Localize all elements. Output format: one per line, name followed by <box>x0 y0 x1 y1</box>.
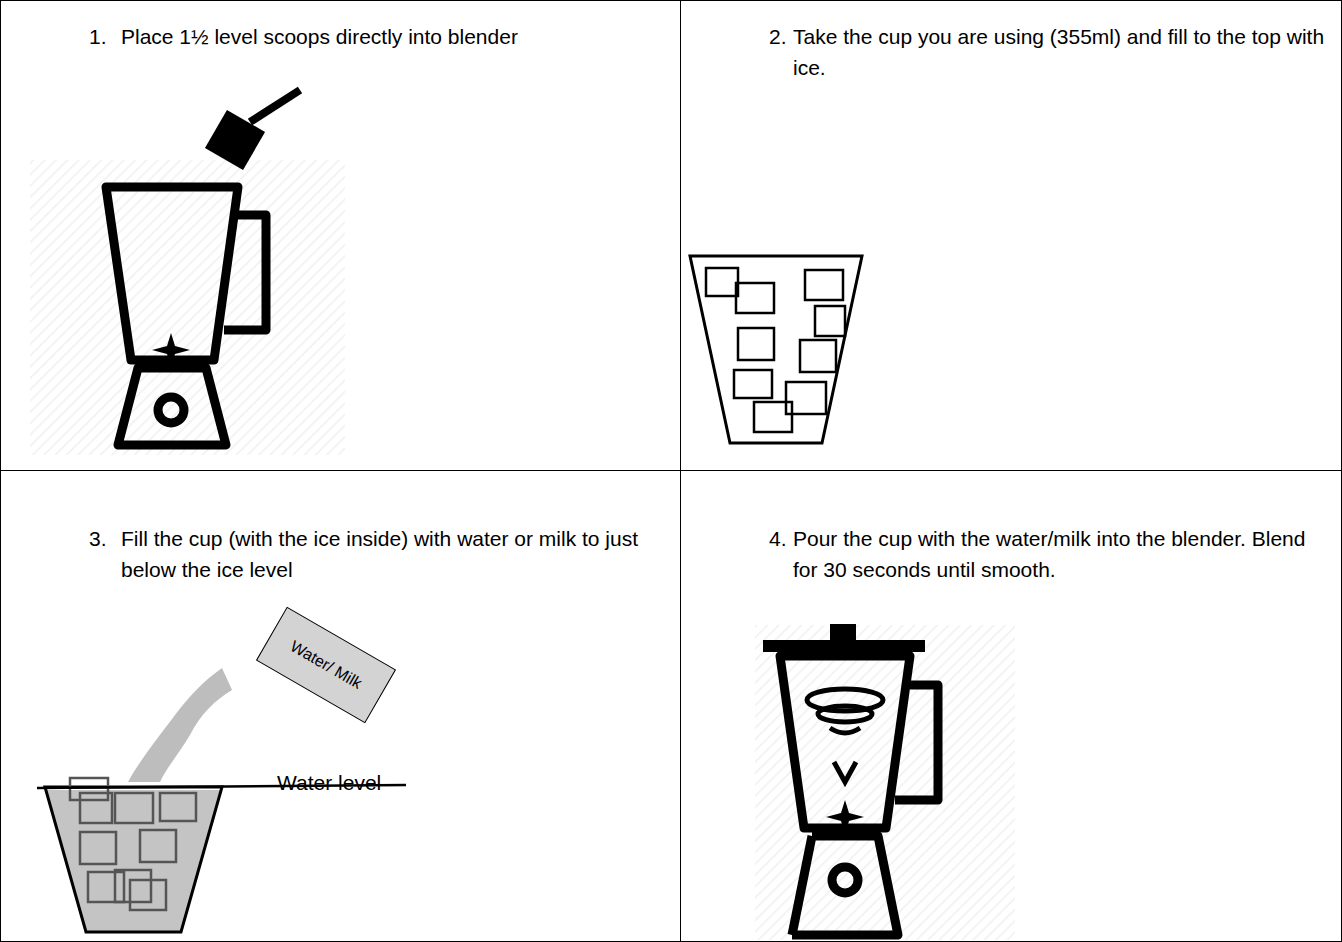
blender-with-lid <box>763 624 938 935</box>
cup-with-ice <box>690 256 862 443</box>
hatch-background <box>755 625 1015 940</box>
step-instruction: Place 1½ level scoops directly into blen… <box>121 21 661 52</box>
step-panel: 4.Pour the cup with the water/milk into … <box>680 470 1342 942</box>
scoop-icon <box>205 90 300 170</box>
step-panel: 2.Take the cup you are using (355ml) and… <box>680 0 1342 471</box>
step-instruction: Pour the cup with the water/milk into th… <box>793 523 1333 585</box>
pour-stream <box>128 668 232 782</box>
step-number: 1. <box>89 21 107 52</box>
step-number: 2. <box>769 21 787 52</box>
blender-icon <box>106 187 266 445</box>
step-number: 3. <box>89 523 107 554</box>
cup-with-liquid <box>45 778 222 932</box>
step-number: 4. <box>769 523 787 554</box>
step-panel: 3. Fill the cup (with the ice inside) wit… <box>0 470 681 942</box>
hatch-background <box>30 160 345 455</box>
step-panel: 1. Place 1½ level scoops directly into bl… <box>0 0 681 471</box>
step-instruction: Fill the cup (with the ice inside) with … <box>121 523 661 585</box>
blade-symbol <box>152 333 190 367</box>
level-label: Water level <box>277 770 381 796</box>
step-instruction: Take the cup you are using (355ml) and f… <box>793 21 1333 83</box>
liquid-carton: Water/ Milk <box>256 607 396 724</box>
carton-label: Water/ Milk <box>287 637 365 692</box>
